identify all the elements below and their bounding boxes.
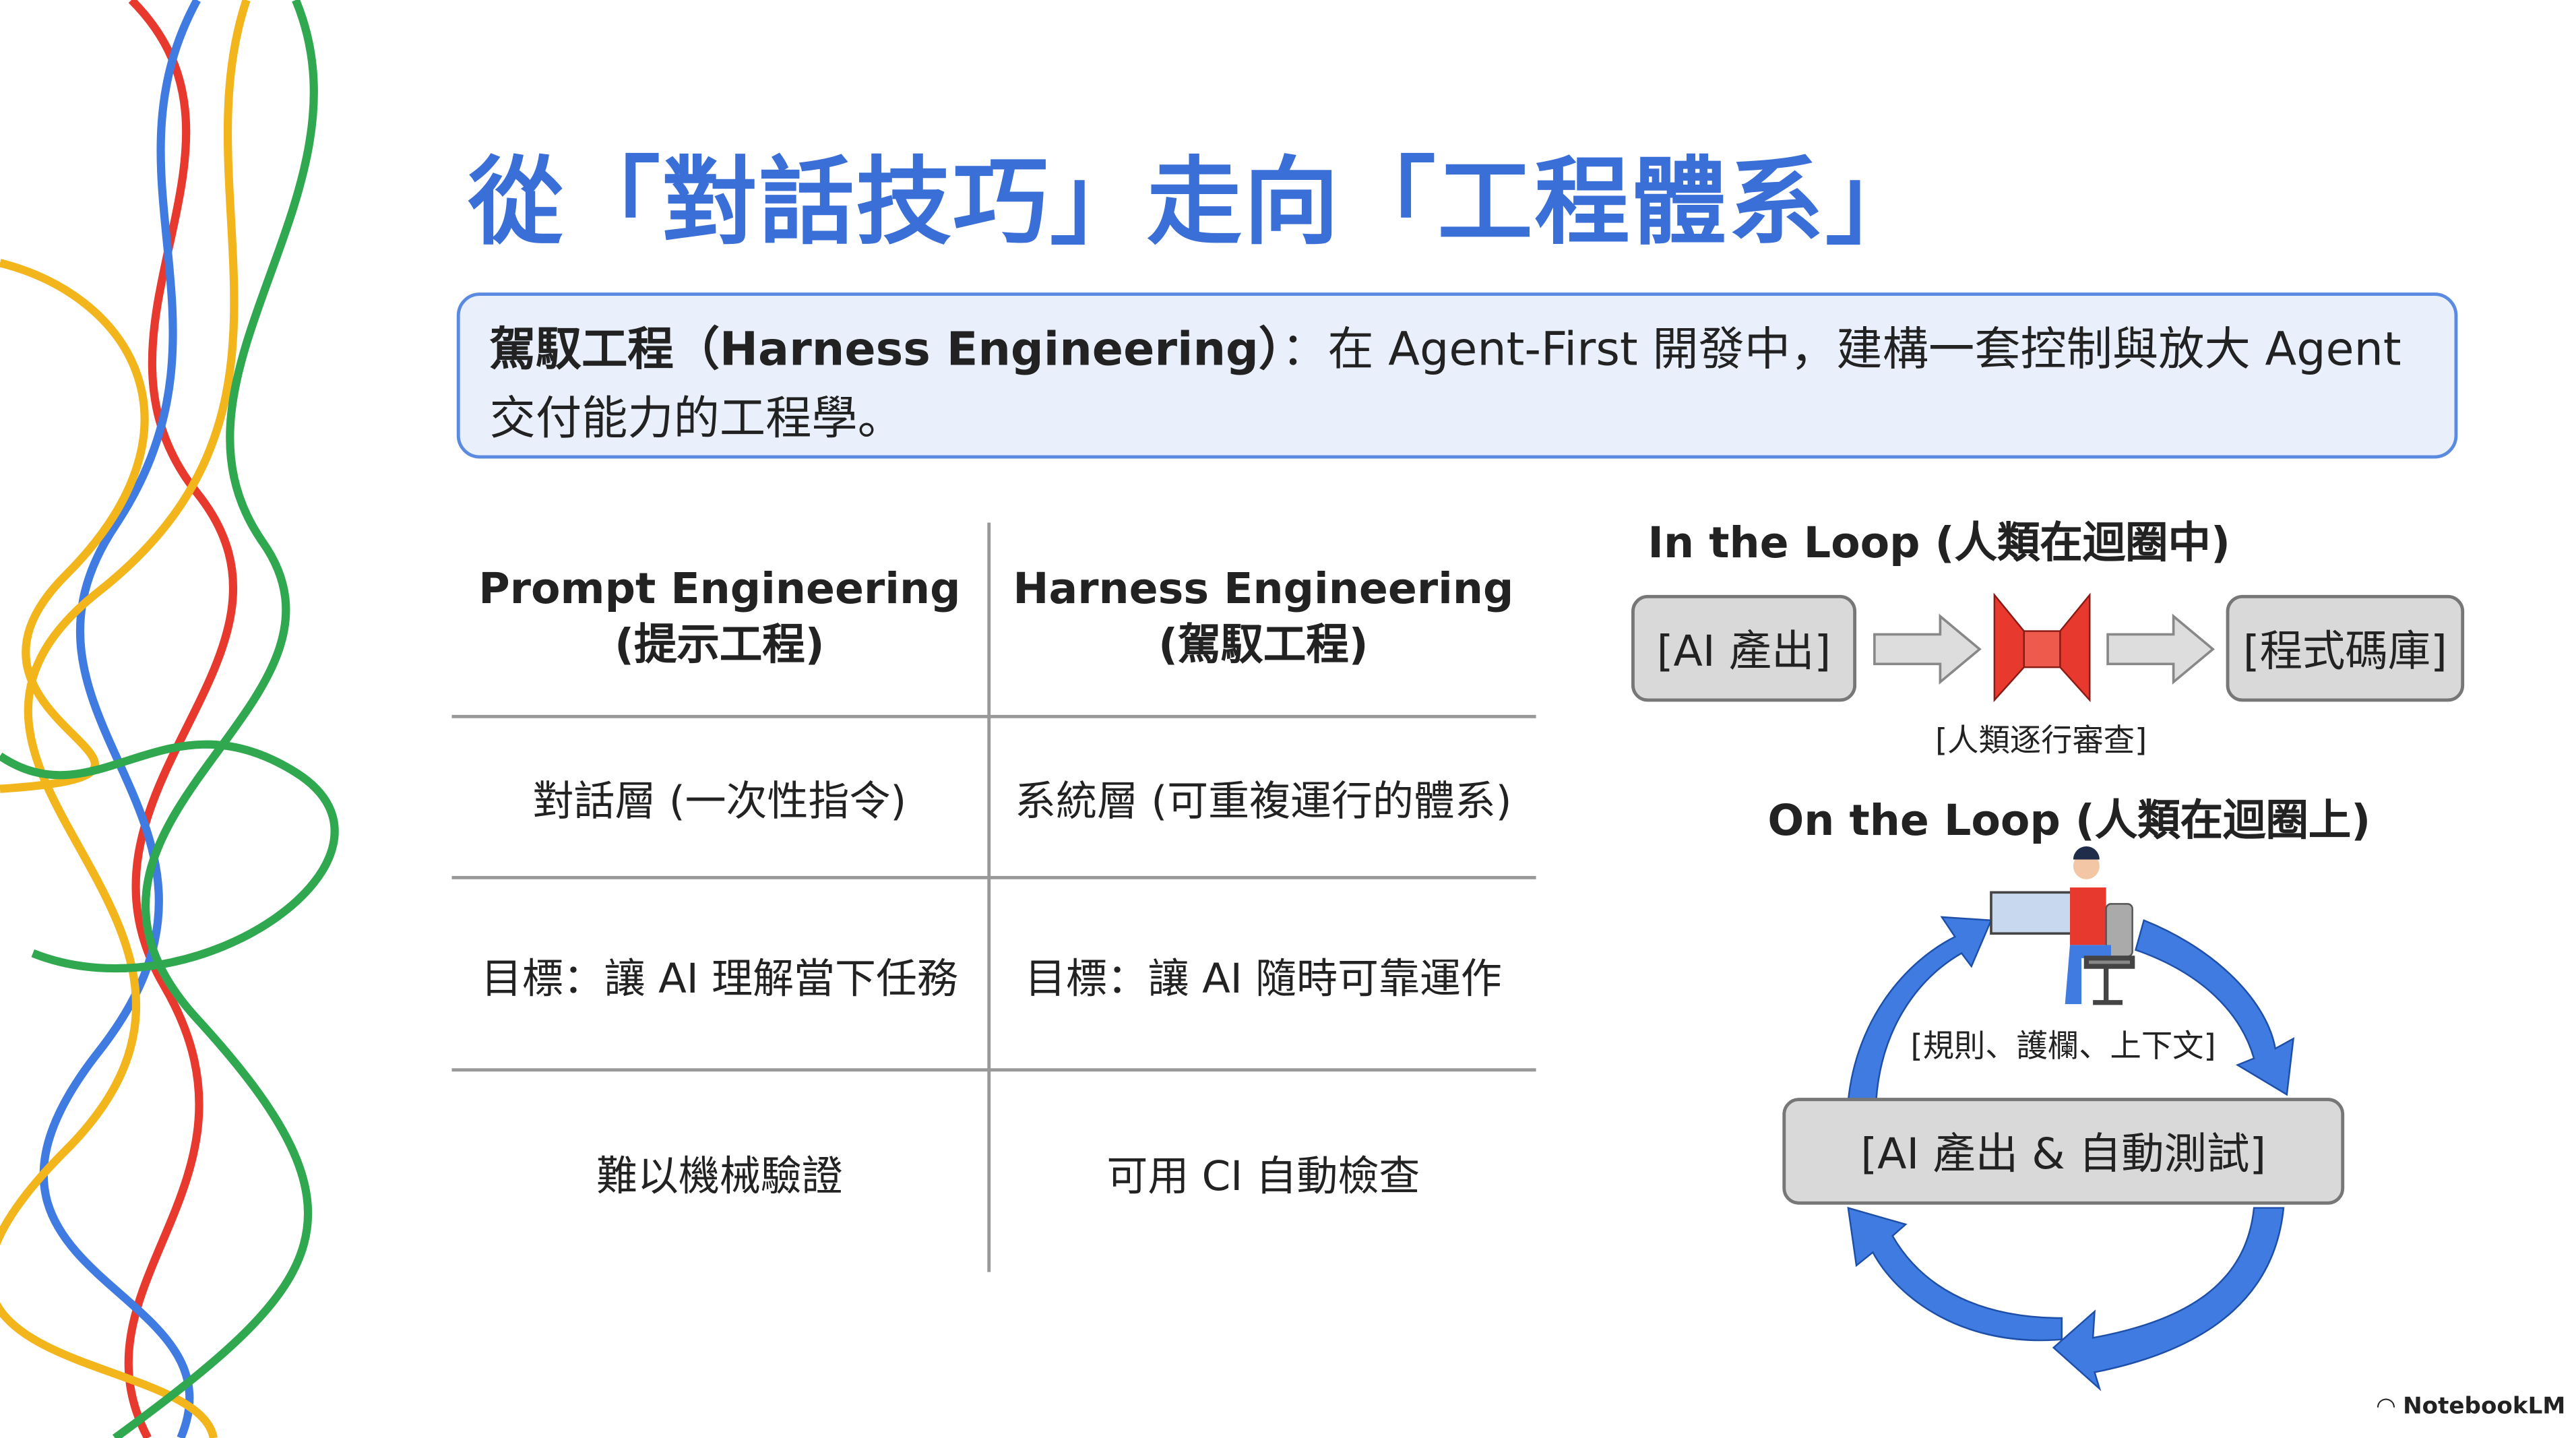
decorative-wavy-lines <box>0 0 339 1438</box>
ai-output-test-box: [AI 產出 & 自動測試] <box>1782 1098 2345 1205</box>
table-cell: 可用 CI 自動檢查 <box>1106 1152 1420 1200</box>
table-divider <box>987 522 991 1272</box>
definition-term: 駕馭工程（Harness Engineering） <box>489 322 1282 377</box>
review-gate-icon <box>1993 592 2091 703</box>
human-role-label: [規則、護欄、上下文] <box>1910 1028 2216 1065</box>
definition-text: ：在 Agent-First 開發中，建構一套控制與放大 Agent 交付能力的… <box>489 322 2401 445</box>
page-title: 從「對話技巧」走向「工程體系」 <box>468 146 1922 258</box>
gate-label: [人類逐行審查] <box>1935 723 2147 759</box>
notebooklm-logo: ◠ NotebookLM <box>2377 1394 2566 1420</box>
on-the-loop-title: On the Loop (人類在迴圈上) <box>1767 796 2371 847</box>
arrow-right-icon <box>1873 613 1982 685</box>
codebase-box: [程式碼庫] <box>2226 594 2465 702</box>
table-cell: 系統層 (可重複運行的體系) <box>1015 777 1512 825</box>
table-header: Harness Engineering(駕馭工程) <box>1013 565 1514 671</box>
notebooklm-icon: ◠ <box>2377 1394 2404 1420</box>
table-cell: 對話層 (一次性指令) <box>532 777 907 825</box>
table-header: Prompt Engineering(提示工程) <box>478 565 961 671</box>
table-cell: 難以機械驗證 <box>596 1152 843 1200</box>
table-cell: 目標：讓 AI 理解當下任務 <box>480 955 958 1003</box>
table-divider <box>451 875 1536 879</box>
ai-output-box: [AI 產出] <box>1631 594 1857 702</box>
arrow-right-icon <box>2106 613 2215 685</box>
in-the-loop-title: In the Loop (人類在迴圈中) <box>1647 519 2230 569</box>
table-divider <box>451 1068 1536 1072</box>
human-operator-icon <box>1990 846 2135 1005</box>
definition-box: 駕馭工程（Harness Engineering）：在 Agent-First … <box>456 292 2458 459</box>
cycle-arrows-icon <box>1847 916 2295 1392</box>
table-cell: 目標：讓 AI 隨時可靠運作 <box>1024 955 1502 1003</box>
table-divider <box>451 714 1536 718</box>
